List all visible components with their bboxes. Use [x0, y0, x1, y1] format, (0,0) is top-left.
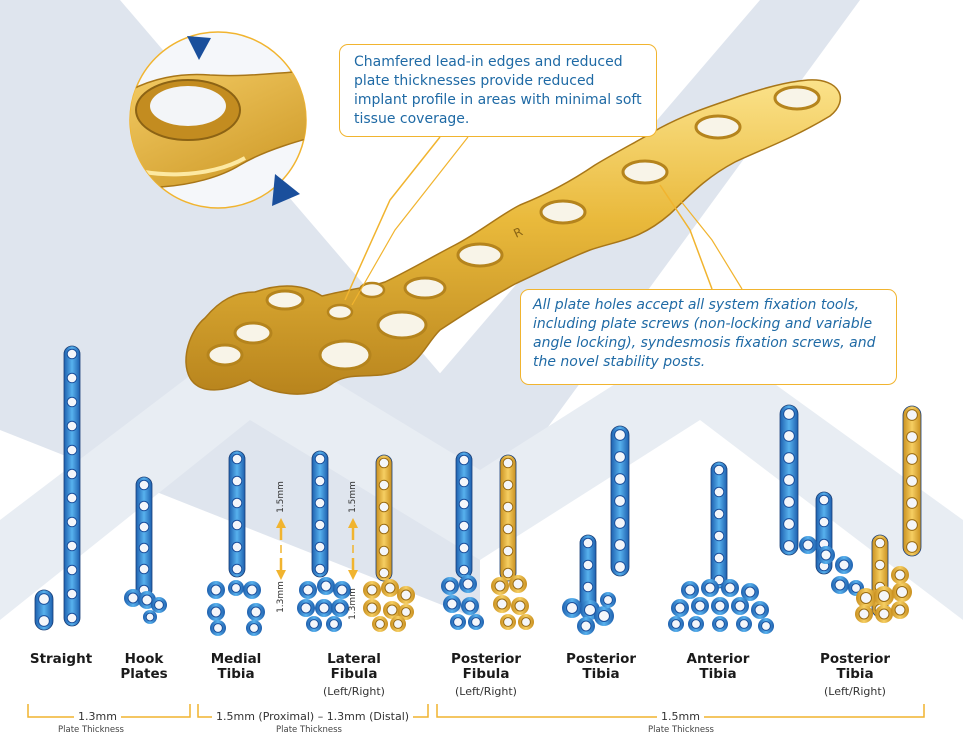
plate-head-image: [124, 589, 167, 624]
plate-image: [228, 450, 246, 578]
plate-head-image: [855, 566, 912, 623]
plate-head-image: [207, 580, 265, 636]
thickness-lower-label: 1.3mm: [347, 588, 358, 620]
callout-chamfered-edges: Chamfered lead-in edges and reduced plat…: [339, 44, 657, 137]
plate-catalog: [34, 345, 922, 636]
plate-image: [311, 450, 329, 578]
plate-head-image: [297, 577, 351, 632]
callout-text: All plate holes accept all system fixati…: [533, 297, 876, 370]
plate-image: [710, 461, 728, 589]
thickness-brackets: [27, 704, 925, 718]
plate-image: [499, 454, 517, 582]
plate-label: Straight: [29, 651, 93, 667]
magnified-detail: [129, 31, 307, 209]
plate-image: [455, 451, 473, 579]
plate-head-image: [491, 575, 534, 630]
plate-image: [610, 425, 630, 577]
callout-connector: [351, 136, 469, 306]
plate-image: [902, 405, 922, 557]
bracket-label: 1.5mm: [657, 710, 704, 723]
plate-image: [63, 345, 81, 627]
plate-head-image: [799, 536, 864, 596]
callout-text: Chamfered lead-in edges and reduced plat…: [354, 54, 642, 127]
chamfer-arrow-icon: [272, 174, 300, 206]
bracket-sub: Plate Thickness: [648, 725, 714, 735]
plate-image: [779, 404, 799, 556]
callout-connector: [344, 136, 441, 301]
plate-head-image: [668, 579, 774, 634]
plate-image: [135, 476, 153, 599]
chamfer-arrow-icon: [187, 36, 211, 60]
plate-image: [375, 454, 393, 582]
plate-head-image: [562, 592, 616, 635]
down-arrow-icon: [276, 570, 286, 580]
bracket-sub: Plate Thickness: [58, 725, 124, 735]
main-plate-image: R: [185, 79, 841, 395]
thickness-upper-label: 1.5mm: [275, 481, 286, 513]
plate-head-image: [441, 575, 484, 630]
plate-head-image: [363, 579, 415, 632]
up-arrow-icon: [348, 518, 358, 528]
callout-plate-holes: All plate holes accept all system fixati…: [520, 289, 897, 385]
bracket-label: 1.5mm (Proximal) – 1.3mm (Distal): [212, 710, 414, 723]
thickness-upper-label: 1.5mm: [347, 481, 358, 513]
callout-connector: [679, 199, 743, 290]
callout-connector: [659, 184, 713, 290]
plate-image: [34, 589, 54, 631]
bracket-sub: Plate Thickness: [276, 725, 342, 735]
up-arrow-icon: [276, 518, 286, 528]
bracket-label: 1.3mm: [74, 710, 121, 723]
thickness-markers: [276, 518, 358, 580]
down-arrow-icon: [348, 570, 358, 580]
thickness-lower-label: 1.3mm: [275, 581, 286, 613]
